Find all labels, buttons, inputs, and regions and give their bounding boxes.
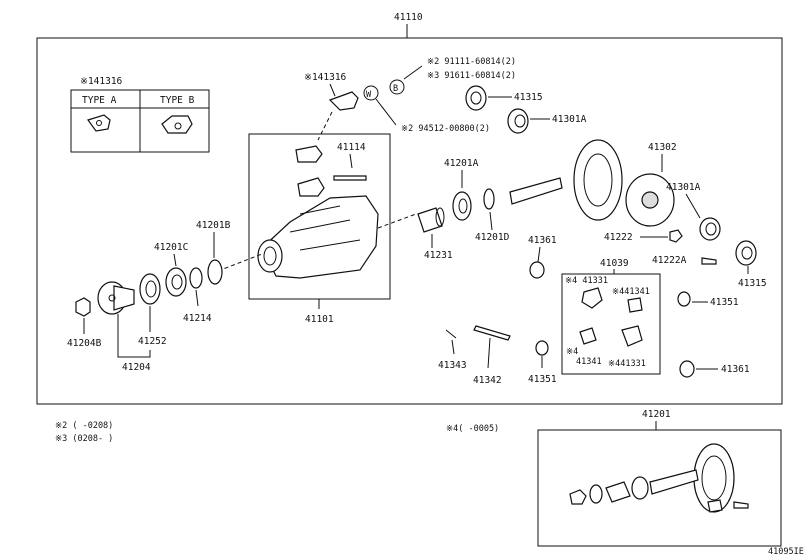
svg-text:W: W xyxy=(366,90,372,100)
differential-carrier-41101 xyxy=(261,195,379,279)
label-41222a: 41222A xyxy=(652,255,687,266)
label-41315-upper: 41315 xyxy=(514,92,543,103)
label-41301a-right: 41301A xyxy=(666,182,701,193)
label-kit-41341-lower: 41341 xyxy=(576,357,602,367)
label-41214: 41214 xyxy=(183,313,212,324)
bolt-41222a xyxy=(701,257,717,265)
label-41201b: 41201B xyxy=(196,220,231,231)
cap-lower xyxy=(297,177,325,197)
washer-41361-lower xyxy=(679,360,695,378)
label-41201c: 41201C xyxy=(154,242,188,253)
label-41231: 41231 xyxy=(424,250,453,261)
circle-mark-w xyxy=(363,85,379,101)
washer-41351-right xyxy=(677,291,691,307)
label-kit-41331-lower: ※441331 xyxy=(608,359,646,369)
main-assembly-frame xyxy=(36,37,783,405)
svg-text:B: B xyxy=(393,84,398,94)
label-41039: 41039 xyxy=(600,258,629,269)
pin-41343 xyxy=(445,329,457,339)
drive-pinion xyxy=(509,177,563,205)
label-kit-41341-lower-mark: ※4 xyxy=(566,347,578,357)
label-41361-lower: 41361 xyxy=(721,364,750,375)
nut-41204b xyxy=(75,297,91,317)
gear-41331-upper xyxy=(581,287,603,309)
bracket-type-a-icon xyxy=(87,114,111,132)
label-41301a-upper: 41301A xyxy=(552,114,587,125)
label-41252: 41252 xyxy=(138,336,167,347)
label-bolt-note-1: ※2 91111-60814(2) xyxy=(427,57,516,67)
label-41114: 41114 xyxy=(337,142,366,153)
bearing-41201b xyxy=(207,259,223,285)
label-41342: 41342 xyxy=(473,375,502,386)
ring-gear-41302 xyxy=(573,139,623,221)
footnote-3: ※3 (0208- ) xyxy=(55,434,113,444)
label-41343: 41343 xyxy=(438,360,467,371)
label-41201a: 41201A xyxy=(444,158,479,169)
label-type-b: TYPE B xyxy=(160,95,195,106)
label-41302: 41302 xyxy=(648,142,677,153)
bolt-41114 xyxy=(333,175,367,181)
footnote-2: ※2 ( -0208) xyxy=(55,421,113,431)
pinion-41201 xyxy=(649,469,699,495)
label-bolt-note-3: ※2 94512-00800(2) xyxy=(401,124,490,134)
circle-mark-b xyxy=(389,79,405,95)
shaft-41342 xyxy=(473,325,511,341)
plate-41222 xyxy=(669,229,683,243)
label-kit-41341-upper: ※441341 xyxy=(612,287,650,297)
gear-41341-upper xyxy=(627,297,643,313)
bracket-141316 xyxy=(328,91,359,111)
washer-41201d xyxy=(483,188,495,210)
bearing-41252 xyxy=(139,273,161,305)
cap-upper xyxy=(295,145,323,163)
label-41204b: 41204B xyxy=(67,338,102,349)
label-41204: 41204 xyxy=(122,362,151,373)
figure-code: 41095IE xyxy=(768,547,804,557)
label-41222: 41222 xyxy=(604,232,633,243)
pinion-kit-box xyxy=(561,273,661,375)
bearing-41301a-upper xyxy=(507,108,529,134)
washer-41361-upper xyxy=(529,261,545,279)
washer-41351-lower xyxy=(535,340,549,356)
seal-41214 xyxy=(189,267,203,289)
label-41351-right: 41351 xyxy=(710,297,739,308)
bearing-41201a xyxy=(452,191,472,221)
label-41201d: 41201D xyxy=(475,232,510,243)
footnote-4: ※4( -0005) xyxy=(446,424,499,434)
label-41351-lower: 41351 xyxy=(528,374,557,385)
bearing-41301a-right xyxy=(699,217,721,241)
bearing-41315-right xyxy=(735,240,757,266)
spacer-41201c xyxy=(165,267,187,297)
label-type-box-title: ※141316 xyxy=(80,76,123,87)
spacer-41201-kit xyxy=(605,481,631,503)
label-41315-right: 41315 xyxy=(738,278,767,289)
label-kit-41331-upper: ※4 41331 xyxy=(565,276,608,286)
bearing-41315-upper xyxy=(465,85,487,111)
label-41101: 41101 xyxy=(305,314,334,325)
gear-41331-lower xyxy=(621,325,643,347)
bracket-type-b-icon xyxy=(161,115,193,134)
label-41201: 41201 xyxy=(642,409,671,420)
label-type-a: TYPE A xyxy=(82,95,117,106)
label-bolt-note-2: ※3 91611-60814(2) xyxy=(427,71,516,81)
gear-41341-lower xyxy=(579,327,597,345)
gear-set-box xyxy=(537,429,782,547)
label-141316: ※141316 xyxy=(304,72,347,83)
label-41110: 41110 xyxy=(394,12,423,23)
label-41361-upper: 41361 xyxy=(528,235,557,246)
spacer-41231 xyxy=(417,207,443,233)
nut-41201-kit xyxy=(569,489,587,505)
